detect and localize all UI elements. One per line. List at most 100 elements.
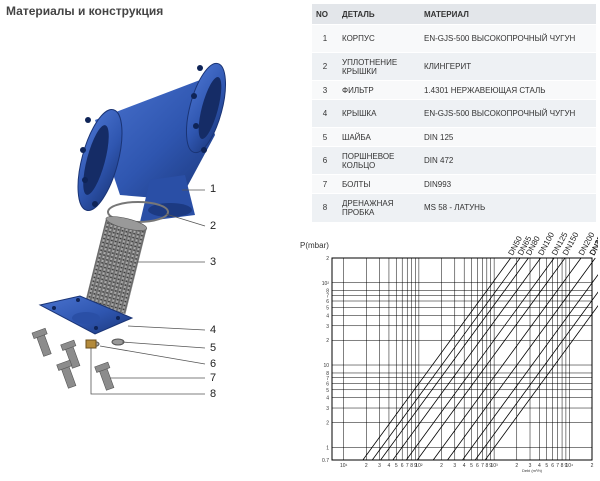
series-line xyxy=(362,257,511,461)
x-tick-label: 3 xyxy=(378,463,381,469)
series-line xyxy=(416,257,566,461)
cover xyxy=(38,295,134,335)
row-no: 1 xyxy=(312,24,338,53)
table-row: 7 БОЛТЫ DIN993 xyxy=(312,174,596,194)
y-tick-label: 10² xyxy=(322,281,330,287)
x-tick-label: 7 xyxy=(556,463,559,469)
table-row: 5 ШАЙБА DIN 125 xyxy=(312,127,596,147)
callout-5: 5 xyxy=(210,342,217,354)
table-row: 2 УПЛОТНЕНИЕ КРЫШКИ КЛИНГЕРИТ xyxy=(312,52,596,81)
series-line xyxy=(405,257,555,461)
y-tick-label: 3 xyxy=(326,324,329,330)
y-tick-label: 6 xyxy=(326,381,329,387)
series-label: DN400 xyxy=(588,230,598,257)
series-label: DN300 xyxy=(588,230,598,257)
row-material: DIN993 xyxy=(420,174,596,194)
row-part: ДРЕНАЖНАЯ ПРОБКА xyxy=(338,193,420,222)
y-axis-label: P(mbar) xyxy=(300,241,329,250)
series-line xyxy=(432,257,582,461)
row-part: ПОРШНЕВОЕ КОЛЬЦО xyxy=(338,146,420,175)
y-tick-label: 1 xyxy=(326,445,329,451)
x-tick-label: 9 xyxy=(489,463,492,469)
x-tick-label: 10¹ xyxy=(340,463,348,469)
row-part: ШАЙБА xyxy=(338,127,420,147)
callout-2: 2 xyxy=(210,220,217,232)
x-tick-label: 4 xyxy=(463,463,466,469)
x-tick-label: 2 xyxy=(365,463,368,469)
row-no: 4 xyxy=(312,99,338,128)
header-part: ДЕТАЛЬ xyxy=(338,4,420,25)
x-tick-label: 5 xyxy=(470,463,473,469)
row-no: 8 xyxy=(312,193,338,222)
x-tick-label: 5 xyxy=(545,463,548,469)
callout-8: 8 xyxy=(210,388,217,400)
row-part: КРЫШКА xyxy=(338,99,420,128)
callout-4: 4 xyxy=(210,324,217,336)
table-header-row: NO ДЕТАЛЬ МАТЕРИАЛ xyxy=(312,4,596,25)
y-tick-label: 2 xyxy=(326,256,329,262)
callout-6: 6 xyxy=(210,358,217,370)
row-material: EN-GJS-500 ВЫСОКОПРОЧНЫЙ ЧУГУН xyxy=(420,99,596,128)
x-tick-label: 8 xyxy=(561,463,564,469)
series-line xyxy=(392,257,541,461)
row-material: EN-GJS-500 ВЫСОКОПРОЧНЫЙ ЧУГУН xyxy=(420,24,596,53)
row-part: УПЛОТНЕНИЕ КРЫШКИ xyxy=(338,52,420,81)
x-tick-label: 8 xyxy=(410,463,413,469)
y-tick-label: 3 xyxy=(326,406,329,412)
row-material: 1.4301 НЕРЖАВЕЮЩАЯ СТАЛЬ xyxy=(420,80,596,100)
row-part: БОЛТЫ xyxy=(338,174,420,194)
y-tick-label: 7 xyxy=(326,294,329,300)
table-row: 3 ФИЛЬТР 1.4301 НЕРЖАВЕЮЩАЯ СТАЛЬ xyxy=(312,80,596,100)
row-no: 3 xyxy=(312,80,338,100)
row-material: КЛИНГЕРИТ xyxy=(420,52,596,81)
section-heading: Материалы и конструкция xyxy=(6,4,164,18)
row-no: 5 xyxy=(312,127,338,147)
row-material: DIN 125 xyxy=(420,127,596,147)
y-tick-label: 6 xyxy=(326,299,329,305)
x-axis-label: Debi (m³/h) xyxy=(522,468,543,473)
series-line xyxy=(447,257,596,461)
y-tick-label: 2 xyxy=(326,338,329,344)
series-line xyxy=(380,257,529,461)
x-tick-label: 10⁴ xyxy=(565,463,573,469)
row-part: КОРПУС xyxy=(338,24,420,53)
y-tick-label: 2 xyxy=(326,420,329,426)
y-tick-label: 4 xyxy=(326,313,329,319)
x-tick-label: 10³ xyxy=(491,463,499,469)
x-tick-label: 4 xyxy=(538,463,541,469)
row-part: ФИЛЬТР xyxy=(338,80,420,100)
series-label: DN250 xyxy=(588,230,598,257)
x-tick-label: 2 xyxy=(591,463,594,469)
leader-lines xyxy=(90,189,206,395)
series-line xyxy=(474,291,598,461)
drain-plug xyxy=(85,339,97,349)
header-material: МАТЕРИАЛ xyxy=(420,4,596,25)
y-tick-label: 8 xyxy=(326,371,329,377)
x-tick-label: 6 xyxy=(401,463,404,469)
series-line xyxy=(371,257,521,461)
y-tick-label: 10 xyxy=(323,363,329,369)
x-tick-label: 2 xyxy=(515,463,518,469)
plot-frame xyxy=(331,257,593,461)
x-tick-label: 9 xyxy=(414,463,417,469)
x-tick-label: 8 xyxy=(485,463,488,469)
series-line xyxy=(484,305,598,461)
row-material: MS 58 - ЛАТУНЬ xyxy=(420,193,596,222)
x-tick-label: 4 xyxy=(388,463,391,469)
row-no: 2 xyxy=(312,52,338,81)
series-label: DN350 xyxy=(588,230,598,257)
bolts xyxy=(31,327,115,391)
filter-screen xyxy=(84,216,148,314)
x-tick-label: 3 xyxy=(529,463,532,469)
x-tick-label: 9 xyxy=(565,463,568,469)
valve-exploded-illustration xyxy=(31,62,227,395)
x-tick-label: 7 xyxy=(406,463,409,469)
table-row: 6 ПОРШНЕВОЕ КОЛЬЦО DIN 472 xyxy=(312,146,596,175)
callout-1: 1 xyxy=(210,183,217,195)
row-no: 6 xyxy=(312,146,338,175)
header-no: NO xyxy=(312,4,338,25)
table-row: 8 ДРЕНАЖНАЯ ПРОБКА MS 58 - ЛАТУНЬ xyxy=(312,193,596,222)
callout-7: 7 xyxy=(210,372,217,384)
x-tick-label: 10² xyxy=(415,463,423,469)
row-no: 7 xyxy=(312,174,338,194)
